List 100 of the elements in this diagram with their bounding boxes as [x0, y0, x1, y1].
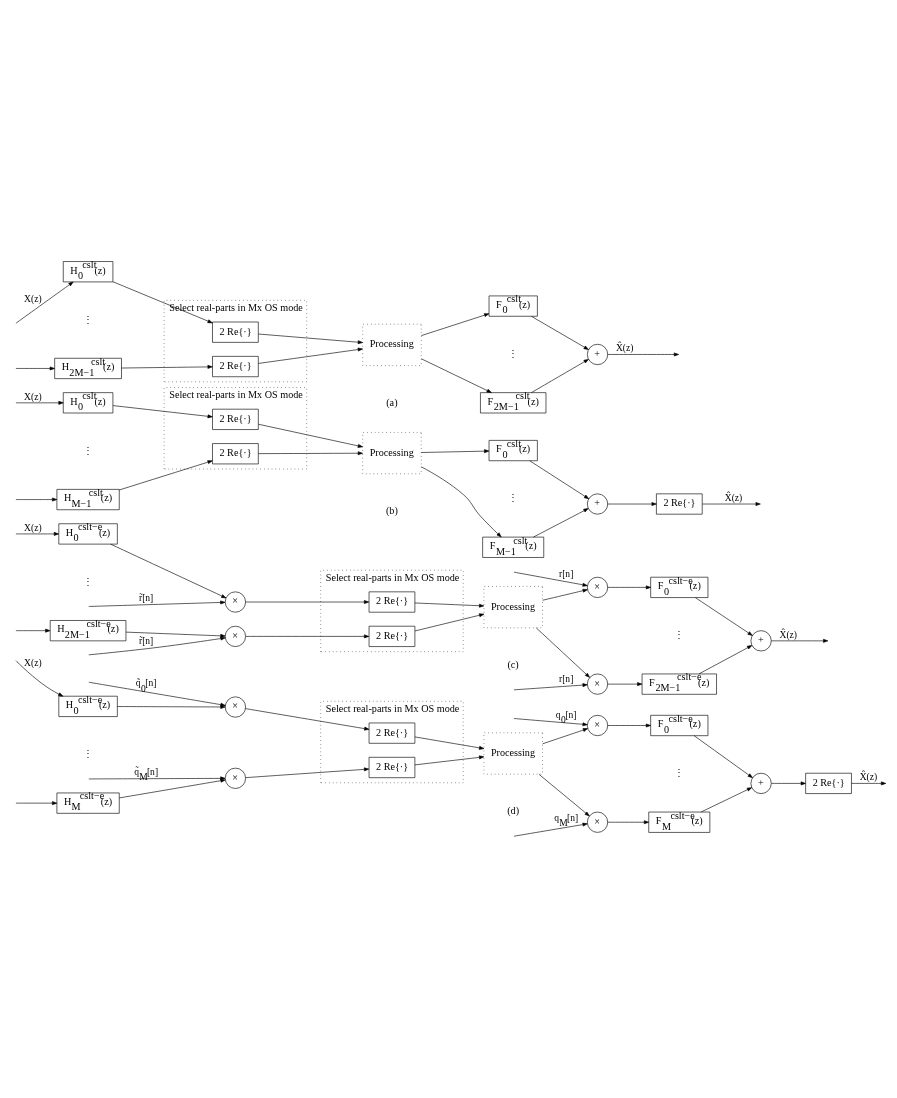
- edge-label: X̂(z): [779, 628, 798, 640]
- arrow: [542, 588, 588, 601]
- arrow: [607, 682, 643, 686]
- arrow: [421, 449, 490, 454]
- edge-label: X̂(z): [859, 771, 878, 783]
- node-box: 2 Re{·}: [368, 591, 416, 613]
- arrow: [112, 281, 213, 324]
- node-circle: ×: [587, 576, 609, 598]
- edge-label: X(z): [24, 656, 42, 668]
- arrow: [531, 316, 589, 350]
- arrow: [421, 466, 502, 538]
- edge-label: X̂(z): [615, 342, 634, 354]
- arrow: [258, 423, 363, 448]
- arrow: [538, 773, 590, 817]
- arrow: [15, 497, 58, 502]
- arrow: [513, 822, 588, 837]
- arrow: [245, 708, 370, 731]
- edge-label: r̃[n]: [138, 592, 154, 604]
- arrow: [125, 631, 226, 641]
- arrow: [414, 736, 485, 750]
- node-box: 2 Re{·}: [368, 722, 416, 744]
- arrow: [15, 366, 55, 371]
- arrow: [693, 735, 753, 778]
- node-box: 2 Re{·}: [368, 625, 416, 647]
- arrow: [88, 776, 226, 783]
- arrow: [607, 502, 657, 506]
- arrow: [258, 347, 363, 364]
- label: ⋮: [82, 748, 93, 760]
- label: ⋮: [82, 444, 93, 456]
- arrow: [533, 508, 589, 538]
- arrow: [851, 781, 887, 786]
- arrow: [700, 787, 752, 813]
- arrow: [258, 451, 363, 456]
- arrow: [536, 627, 590, 678]
- edge-label: r̃[n]: [138, 635, 154, 647]
- arrow: [121, 365, 213, 369]
- label: ⋮: [674, 767, 685, 779]
- node-box: 2 Re{·}: [212, 443, 259, 465]
- arrow: [513, 571, 588, 587]
- label: ⋮: [508, 347, 519, 359]
- node-circle: ×: [587, 673, 609, 695]
- arrow: [15, 801, 58, 805]
- arrow: [607, 723, 651, 728]
- node-circle: ×: [224, 767, 246, 789]
- arrow: [702, 502, 761, 506]
- node-circle: ×: [224, 625, 246, 647]
- arrow: [607, 352, 679, 357]
- node-box: Processing: [362, 432, 422, 475]
- arrow: [421, 313, 490, 336]
- arrow: [258, 333, 363, 345]
- node-circle: ×: [587, 715, 609, 736]
- arrow: [414, 602, 485, 608]
- edge-label: X̂(z): [724, 491, 743, 503]
- arrow: [529, 460, 590, 500]
- label: ⋮: [508, 492, 519, 504]
- node-box: 2 Re{·}: [656, 493, 703, 515]
- arrow: [88, 681, 226, 709]
- label: ⋮: [82, 575, 93, 587]
- arrow: [771, 638, 829, 643]
- arrow: [607, 585, 651, 590]
- arrow: [245, 767, 370, 778]
- node-box: 2 Re{·}: [212, 321, 259, 343]
- arrow: [607, 820, 649, 825]
- arrow: [110, 543, 227, 599]
- arrow: [15, 660, 64, 697]
- arrow: [414, 755, 485, 766]
- arrow: [698, 645, 753, 675]
- edge-label: X(z): [24, 293, 42, 305]
- node-box: Processing: [362, 323, 422, 366]
- arrow: [15, 281, 74, 324]
- arrow: [15, 628, 51, 633]
- node-circle: +: [587, 343, 609, 365]
- arrow: [88, 600, 226, 607]
- node-box: 2 Re{·}: [368, 757, 416, 778]
- arrow: [542, 728, 588, 745]
- arrow: [771, 781, 806, 786]
- arrow: [513, 683, 588, 691]
- arrow: [245, 600, 370, 604]
- label: ⋮: [82, 313, 93, 325]
- arrow: [112, 405, 213, 419]
- arrow: [117, 702, 226, 709]
- arrow: [531, 359, 589, 393]
- node-circle: +: [587, 493, 609, 515]
- arrow: [119, 460, 213, 491]
- edge-label: X(z): [24, 390, 42, 402]
- label: (c): [507, 659, 519, 671]
- arrow: [695, 597, 753, 636]
- edge-label: r[n]: [559, 672, 574, 684]
- node-circle: ×: [224, 696, 246, 718]
- label: ⋮: [674, 629, 685, 641]
- arrow: [88, 633, 226, 656]
- arrow: [15, 400, 64, 405]
- node-box: 2 Re{·}: [212, 356, 259, 378]
- node-circle: +: [750, 772, 772, 794]
- node-circle: +: [750, 630, 772, 652]
- arrow: [513, 718, 588, 727]
- arrow: [421, 358, 492, 393]
- node-box: 2 Re{·}: [212, 408, 259, 430]
- arrow: [15, 532, 59, 536]
- node-box: Processing: [483, 732, 543, 775]
